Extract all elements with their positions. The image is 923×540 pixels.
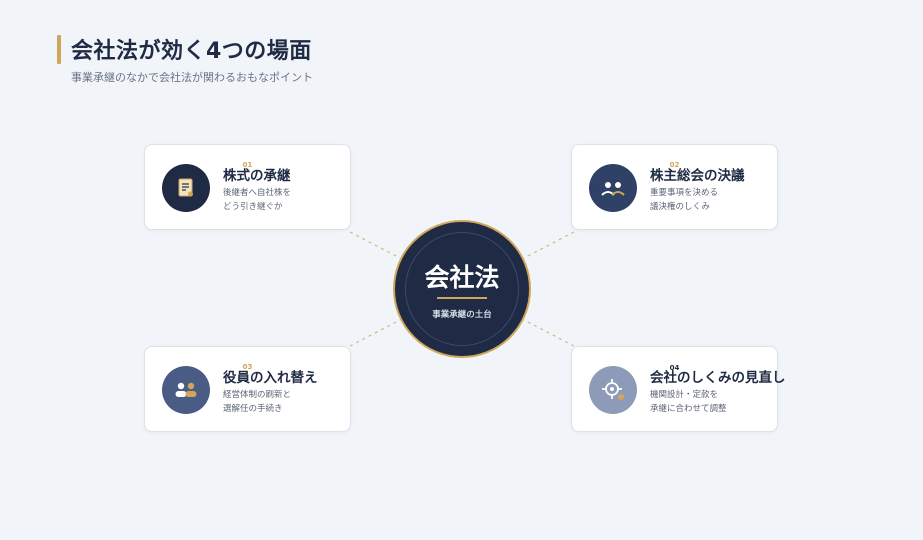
card-desc-line: 承継に合わせて調整 — [650, 404, 727, 414]
card-title: 株式の承継 — [223, 168, 291, 184]
title-accent-bar — [57, 35, 61, 64]
card-description: 経営体制の刷新と 選解任の手続き — [223, 388, 291, 416]
card-desc-line: 重要事項を決める — [650, 188, 719, 198]
connector-line-03 — [349, 319, 401, 347]
card-desc-line: 経営体制の刷新と — [223, 390, 292, 400]
page-subtitle: 事業承継のなかで会社法が関わるおもなポイント — [71, 71, 313, 84]
page-title: 会社法が効く4つの場面 — [71, 39, 312, 64]
people-icon — [175, 382, 197, 397]
center-subtitle: 事業承継の土台 — [432, 310, 492, 320]
connector-line-02 — [523, 231, 575, 259]
icon-circle-03 — [162, 366, 210, 414]
card-title: 会社のしくみの見直し — [650, 370, 786, 386]
icon-circle-02 — [589, 164, 637, 212]
card-desc-line: 機関設計・定款を — [650, 390, 719, 400]
card-desc-line: 選解任の手続き — [223, 404, 283, 414]
card-number: 03 — [242, 363, 253, 371]
card-title: 株主総会の決議 — [650, 168, 745, 184]
icon-circle-04 — [589, 366, 637, 414]
center-hub: 会社法 事業承継の土台 — [393, 220, 531, 358]
card-description: 機関設計・定款を 承継に合わせて調整 — [650, 388, 727, 416]
icon-circle-01 — [162, 164, 210, 212]
connector-line-04 — [523, 319, 575, 347]
card-desc-line: 議決権のしくみ — [650, 202, 710, 212]
card-desc-line: どう引き継ぐか — [223, 202, 283, 212]
center-title: 会社法 — [424, 263, 500, 292]
card-structure-review: 04 会社のしくみの見直し 機関設計・定款を 承継に合わせて調整 — [571, 346, 786, 432]
card-number: 04 — [669, 364, 680, 372]
card-stock-succession: 01 株式の承継 後継者へ自社株を どう引き継ぐか — [144, 144, 351, 230]
card-shareholders-meeting: 02 株主総会の決議 重要事項を決める 議決権のしくみ — [571, 144, 778, 230]
card-number: 01 — [242, 161, 253, 169]
center-divider — [437, 297, 487, 299]
meeting-icon — [601, 182, 625, 196]
card-officer-change: 03 役員の入れ替え 経営体制の刷新と 選解任の手続き — [144, 346, 351, 432]
connector-line-01 — [349, 231, 401, 259]
target-icon — [602, 379, 624, 400]
card-desc-line: 後継者へ自社株を — [223, 188, 292, 198]
card-title: 役員の入れ替え — [223, 370, 318, 386]
document-icon — [178, 178, 193, 197]
card-number: 02 — [669, 161, 680, 169]
card-description: 後継者へ自社株を どう引き継ぐか — [223, 186, 291, 214]
center-inner-ring — [405, 232, 519, 346]
card-description: 重要事項を決める 議決権のしくみ — [650, 186, 718, 214]
